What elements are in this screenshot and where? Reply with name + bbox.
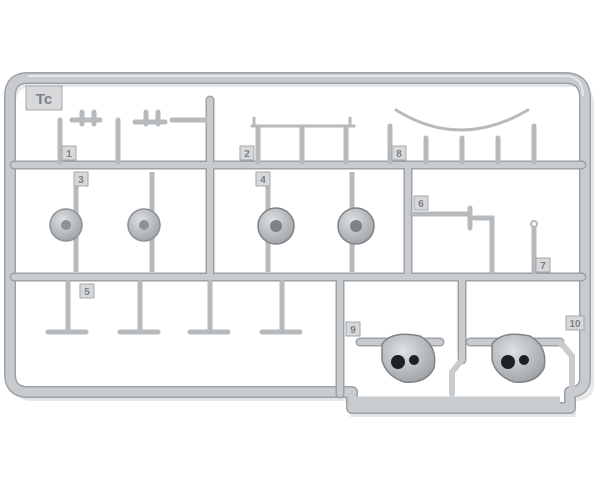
part-2-rods <box>250 108 537 165</box>
frame-code-label: Tc <box>36 91 52 108</box>
outer-frame <box>4 72 591 414</box>
part-tag-5: 5 <box>79 283 95 299</box>
part-tag-1: 1 <box>61 145 77 161</box>
part-tag-label: 7 <box>540 261 546 272</box>
part-tag-label: 1 <box>66 149 72 160</box>
part-tag-label: 5 <box>84 287 90 298</box>
part-number-tags: 1 2 3 4 5 6 7 8 9 10 <box>61 145 585 337</box>
part-tag-label: 4 <box>260 175 266 186</box>
part-4-sprockets <box>49 172 161 272</box>
frame-code-tab: Tc <box>25 85 63 111</box>
part-tag-2: 2 <box>239 145 255 161</box>
part-tag-9: 9 <box>345 321 361 337</box>
part-1-rods <box>57 109 208 165</box>
part-3-pieces <box>45 279 303 335</box>
part-tag-6: 6 <box>413 195 429 211</box>
part-tag-3: 3 <box>73 171 89 187</box>
part-tag-4: 4 <box>255 171 271 187</box>
part-tag-7: 7 <box>535 257 551 273</box>
part-6-fitting <box>409 205 495 275</box>
part-tag-label: 10 <box>569 319 581 330</box>
part-tag-label: 8 <box>396 149 402 160</box>
part-10-housing <box>491 333 546 383</box>
part-tag-label: 2 <box>244 149 250 160</box>
part-7-fitting <box>530 220 538 275</box>
part-tag-8: 8 <box>391 145 407 161</box>
part-tag-label: 3 <box>78 175 84 186</box>
part-9-housing <box>381 333 436 383</box>
part-tag-label: 6 <box>418 199 424 210</box>
part-tag-label: 9 <box>350 325 356 336</box>
part-5-sprockets <box>257 172 375 272</box>
part-tag-10: 10 <box>565 315 585 331</box>
